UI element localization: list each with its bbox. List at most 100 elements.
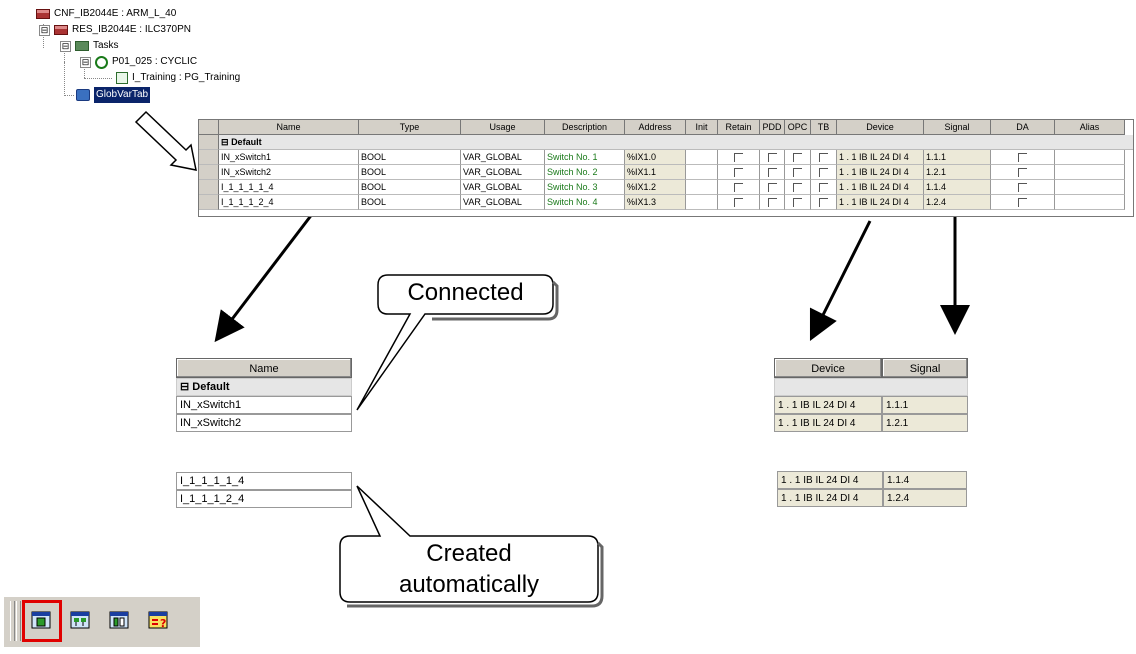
usage-cell[interactable]: VAR_GLOBAL: [461, 150, 545, 165]
device-cell: 1 . 1 IB IL 24 DI 4: [837, 165, 924, 180]
opc-checkbox[interactable]: [793, 168, 802, 177]
table-row: 1 . 1 IB IL 24 DI 4 1.1.4: [777, 471, 967, 489]
opc-checkbox[interactable]: [793, 198, 802, 207]
init-cell[interactable]: [686, 165, 718, 180]
device-cell: 1 . 1 IB IL 24 DI 4: [777, 489, 883, 507]
column-header-address[interactable]: Address: [625, 120, 686, 135]
column-header-signal[interactable]: Signal: [924, 120, 991, 135]
row-header[interactable]: [199, 180, 219, 195]
alias-cell[interactable]: [1055, 165, 1125, 180]
group-collapse-icon[interactable]: ⊟: [221, 137, 229, 147]
da-checkbox[interactable]: [1018, 183, 1027, 192]
opc-cell: [785, 195, 811, 210]
collapse-icon[interactable]: ⊟: [39, 24, 50, 36]
da-cell: [991, 165, 1055, 180]
opc-checkbox[interactable]: [793, 183, 802, 192]
tree-node-tasks[interactable]: ⊟ Tasks: [60, 38, 119, 54]
type-cell[interactable]: BOOL: [359, 165, 461, 180]
callout-created-line2: automatically: [398, 571, 540, 598]
column-header-retain[interactable]: Retain: [718, 120, 760, 135]
column-header-description[interactable]: Description: [545, 120, 625, 135]
column-header-opc[interactable]: OPC: [785, 120, 811, 135]
tb-checkbox[interactable]: [819, 183, 828, 192]
retain-checkbox[interactable]: [734, 198, 743, 207]
network-variable-button[interactable]: [68, 609, 94, 633]
da-checkbox[interactable]: [1018, 168, 1027, 177]
description-cell[interactable]: Switch No. 3: [545, 180, 625, 195]
pdd-checkbox[interactable]: [767, 198, 777, 207]
tree-node-task-cyclic[interactable]: ⊟ P01_025 : CYCLIC: [80, 54, 197, 70]
device-auto-table: 1 . 1 IB IL 24 DI 4 1.1.4 1 . 1 IB IL 24…: [777, 471, 967, 507]
tb-checkbox[interactable]: [819, 198, 828, 207]
tree-node-configuration[interactable]: CNF_IB2044E : ARM_L_40: [36, 6, 176, 22]
description-cell[interactable]: Switch No. 4: [545, 195, 625, 210]
type-cell[interactable]: BOOL: [359, 150, 461, 165]
io-variable-button[interactable]: [29, 609, 55, 633]
table-row: 1 . 1 IB IL 24 DI 4 1.2.4: [777, 489, 967, 507]
name-cell[interactable]: IN_xSwitch1: [219, 150, 359, 165]
row-header[interactable]: [199, 165, 219, 180]
column-header-pdd[interactable]: PDD: [760, 120, 785, 135]
column-header-device[interactable]: Device: [837, 120, 924, 135]
cyclic-task-icon: [95, 55, 108, 69]
row-header-corner: [199, 120, 219, 135]
column-header-tb[interactable]: TB: [811, 120, 837, 135]
init-cell[interactable]: [686, 180, 718, 195]
description-cell[interactable]: Switch No. 1: [545, 150, 625, 165]
tree-node-globvartab[interactable]: GlobVarTab: [76, 87, 151, 103]
name-cell[interactable]: IN_xSwitch2: [219, 165, 359, 180]
group-label: Default: [231, 137, 262, 147]
da-checkbox[interactable]: [1018, 198, 1027, 207]
pdd-checkbox[interactable]: [767, 183, 777, 192]
device-variable-button[interactable]: [107, 609, 133, 633]
usage-cell[interactable]: VAR_GLOBAL: [461, 165, 545, 180]
usage-cell[interactable]: VAR_GLOBAL: [461, 180, 545, 195]
type-cell[interactable]: BOOL: [359, 195, 461, 210]
row-header[interactable]: [199, 195, 219, 210]
pdd-checkbox[interactable]: [767, 153, 777, 162]
column-header-init[interactable]: Init: [686, 120, 718, 135]
opc-cell: [785, 165, 811, 180]
collapse-icon[interactable]: ⊟: [60, 40, 71, 52]
tb-checkbox[interactable]: [819, 168, 828, 177]
init-cell[interactable]: [686, 150, 718, 165]
alias-cell[interactable]: [1055, 150, 1125, 165]
usage-cell[interactable]: VAR_GLOBAL: [461, 195, 545, 210]
alias-cell[interactable]: [1055, 180, 1125, 195]
svg-text:?: ?: [160, 617, 166, 630]
column-header-type[interactable]: Type: [359, 120, 461, 135]
tb-checkbox[interactable]: [819, 153, 828, 162]
opc-checkbox[interactable]: [793, 153, 802, 162]
arrow-name: [214, 208, 318, 343]
global-variables-grid: Name Type Usage Description Address Init…: [198, 119, 1134, 217]
tree-node-resource[interactable]: ⊟ RES_IB2044E : ILC370PN: [39, 22, 191, 38]
name-cell[interactable]: I_1_1_1_2_4: [219, 195, 359, 210]
init-cell[interactable]: [686, 195, 718, 210]
collapse-icon[interactable]: ⊟: [80, 56, 91, 68]
column-header-alias[interactable]: Alias: [1055, 120, 1125, 135]
toolbar-grip[interactable]: [10, 601, 15, 641]
column-header-name[interactable]: Name: [219, 120, 359, 135]
name-cell[interactable]: I_1_1_1_1_4: [219, 180, 359, 195]
retain-checkbox[interactable]: [734, 168, 743, 177]
column-header-da[interactable]: DA: [991, 120, 1055, 135]
alias-cell[interactable]: [1055, 195, 1125, 210]
row-header[interactable]: [199, 150, 219, 165]
da-checkbox[interactable]: [1018, 153, 1027, 162]
device-cell: 1 . 1 IB IL 24 DI 4: [777, 471, 883, 489]
description-cell[interactable]: Switch No. 2: [545, 165, 625, 180]
type-cell[interactable]: BOOL: [359, 180, 461, 195]
unknown-variable-button[interactable]: ?: [146, 609, 172, 633]
column-header-usage[interactable]: Usage: [461, 120, 545, 135]
group-row-default[interactable]: ⊟ Default: [199, 135, 1133, 150]
da-cell: [991, 180, 1055, 195]
retain-checkbox[interactable]: [734, 153, 743, 162]
pdd-checkbox[interactable]: [767, 168, 777, 177]
retain-checkbox[interactable]: [734, 183, 743, 192]
tree-node-program-instance[interactable]: I_Training : PG_Training: [116, 70, 240, 86]
retain-cell: [718, 180, 760, 195]
